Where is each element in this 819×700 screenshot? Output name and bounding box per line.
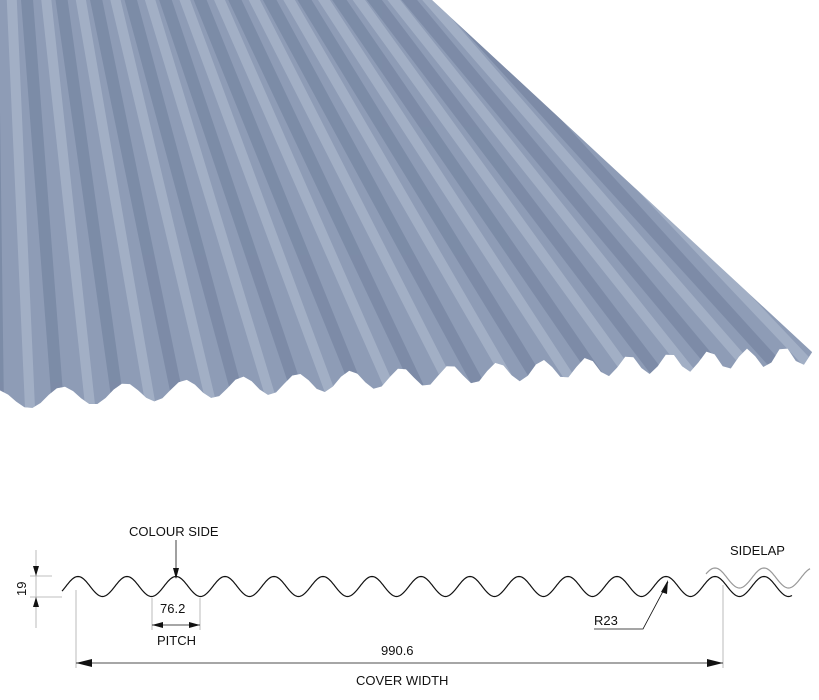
sheet-ridge <box>82 0 184 402</box>
sidelap-label: SIDELAP <box>730 543 785 558</box>
arrow-icon <box>661 580 668 594</box>
corrugated-sheet-render <box>0 0 812 408</box>
sheet-ridge <box>18 0 64 408</box>
arrow-icon <box>33 566 39 576</box>
sheet-ridge <box>133 0 275 397</box>
sheet-ridge <box>371 0 723 375</box>
arrow-icon <box>173 568 179 579</box>
sheet-ridge <box>261 0 515 385</box>
height-value: 19 <box>14 581 29 596</box>
sheet-ridge <box>293 0 575 382</box>
sheet-ridge <box>229 0 455 388</box>
sheet-ridge <box>101 0 215 400</box>
sheet-ridge <box>146 0 304 396</box>
arrow-icon <box>189 622 200 628</box>
sheet-ridge <box>339 0 663 378</box>
sheet-ridge <box>178 0 364 393</box>
sheet-ridge <box>390 0 754 373</box>
arrow-icon <box>707 659 723 667</box>
sheet-ridge <box>114 0 244 399</box>
cover-width-label: COVER WIDTH <box>356 673 449 688</box>
sheet-ridge <box>210 0 424 390</box>
sidelap-wave <box>705 567 811 589</box>
sheet-ridge <box>197 0 395 391</box>
sheet-ridge <box>358 0 694 376</box>
arrow-icon <box>76 659 92 667</box>
sheet-ridge <box>274 0 544 384</box>
sheet-ridge <box>242 0 484 387</box>
colour-side-label: COLOUR SIDE <box>129 524 219 539</box>
arrow-icon <box>33 597 39 607</box>
pitch-value: 76.2 <box>160 601 186 616</box>
profile-drawing <box>30 540 811 668</box>
radius-label: R23 <box>594 613 618 628</box>
cover-width-value: 990.6 <box>381 643 414 658</box>
sheet-ridge <box>165 0 335 394</box>
sheet-ridge <box>307 0 603 381</box>
sheet-ridge <box>5 0 35 408</box>
profile-wave <box>61 575 793 598</box>
sheet-ridge <box>37 0 95 406</box>
sheet-ridge <box>50 0 124 405</box>
arrow-icon <box>152 622 163 628</box>
radius-leader <box>594 581 669 630</box>
sheet-ridge <box>325 0 635 379</box>
pitch-label: PITCH <box>157 633 196 648</box>
sheet-ridge <box>69 0 155 403</box>
